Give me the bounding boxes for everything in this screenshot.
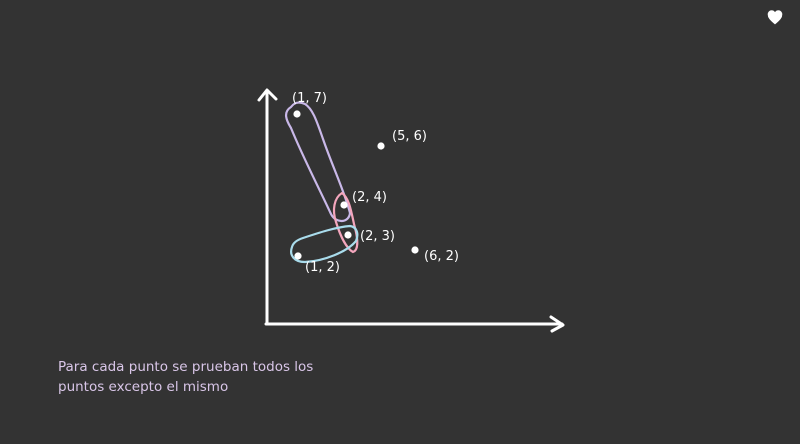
caption-line-2: puntos excepto el mismo — [58, 379, 229, 395]
point-label: (5, 6) — [392, 129, 427, 144]
caption-line-1: Para cada punto se prueban todos los — [58, 359, 314, 375]
y-axis-arrowhead — [257, 88, 278, 102]
grouping-loop-purple — [285, 101, 352, 223]
data-point — [340, 201, 348, 209]
point-label: (2, 4) — [352, 190, 387, 205]
heart-icon[interactable] — [766, 8, 784, 26]
point-label: (1, 2) — [305, 260, 340, 275]
grouping-loop-pink — [332, 191, 359, 254]
axes — [257, 88, 565, 333]
x-axis-arrowhead — [549, 315, 565, 333]
data-point — [293, 110, 301, 118]
data-point — [377, 142, 385, 150]
point-label: (6, 2) — [424, 249, 459, 264]
point-label: (1, 7) — [292, 91, 327, 106]
data-point — [344, 231, 352, 239]
caption: Para cada punto se prueban todos los pun… — [58, 357, 358, 397]
data-point — [411, 246, 419, 254]
points-layer: (1, 7) (5, 6) (2, 4) (2, 3) (6, 2) (1, 2) — [292, 91, 459, 275]
point-label: (2, 3) — [360, 229, 395, 244]
data-point — [294, 252, 302, 260]
grouping-loops — [285, 101, 359, 264]
grouping-loop-blue — [290, 224, 359, 264]
